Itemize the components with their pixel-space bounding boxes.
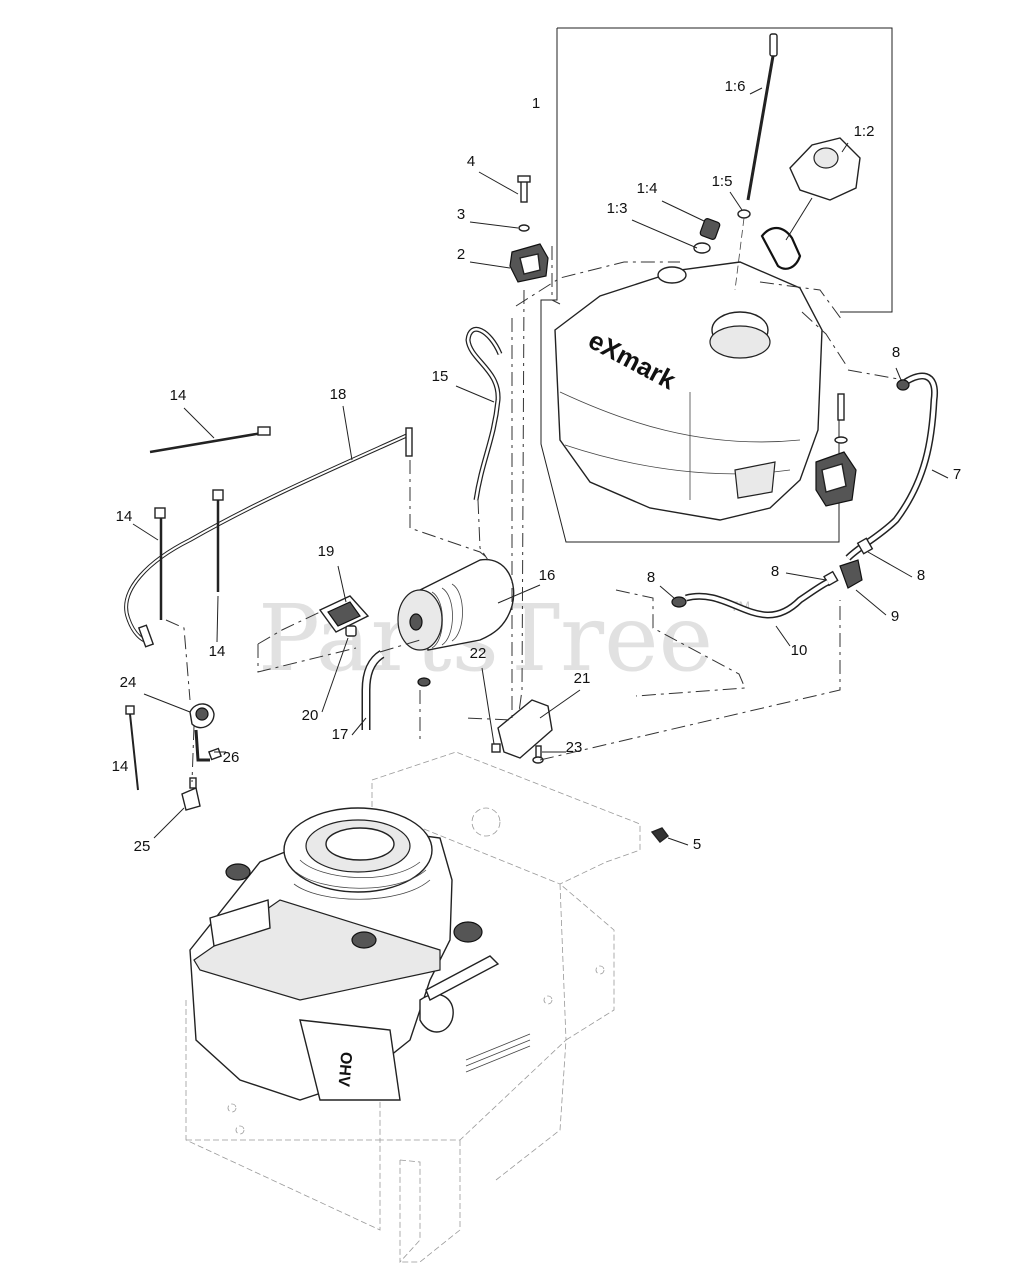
callout-c-14a: 14 (170, 387, 187, 404)
canister-bracket-19 (318, 565, 370, 713)
callout-c-1-6: 1:6 (725, 78, 746, 95)
callout-c-7: 7 (953, 466, 961, 483)
vent-valve-24 (143, 693, 226, 839)
cable-18 (124, 405, 413, 648)
callout-c-17: 17 (332, 726, 349, 743)
cable-ties-14 (125, 407, 271, 791)
callout-c-1: 1 (532, 95, 540, 112)
callout-labels: 1 1:6 1:2 4 1:5 1:4 1:3 3 2 8 15 14 18 7 14 19 16 8 8 8 9 10 1… (112, 78, 962, 855)
mower-chassis (185, 751, 689, 1264)
callout-c-1-2: 1:2 (854, 123, 875, 140)
callout-c-8a: 8 (892, 344, 900, 361)
callout-c-9: 9 (891, 608, 899, 625)
callout-c-10: 10 (791, 642, 808, 659)
fuel-hose-7 (845, 367, 949, 561)
callout-c-14c: 14 (209, 643, 226, 660)
callout-c-15: 15 (432, 368, 449, 385)
tank-bracket-right (815, 393, 857, 507)
callout-c-26: 26 (223, 749, 240, 766)
tank-fitting (631, 200, 721, 254)
callout-c-1-5: 1:5 (712, 173, 733, 190)
callout-c-24: 24 (120, 674, 137, 691)
fuel-tank-assembly-frame (540, 27, 893, 543)
assembly-dashed-lines (165, 246, 905, 783)
callout-c-22: 22 (470, 645, 487, 662)
vent-hose-15 (455, 326, 503, 501)
fuel-hose-10 (659, 578, 830, 647)
fuel-shutoff-valve-9 (785, 537, 913, 616)
hose-17 (351, 650, 385, 736)
callout-c-20: 20 (302, 707, 319, 724)
callout-c-8b: 8 (771, 563, 779, 580)
callout-c-3: 3 (457, 206, 465, 223)
callout-c-21: 21 (574, 670, 591, 687)
callout-c-4: 4 (467, 153, 475, 170)
callout-c-2: 2 (457, 246, 465, 263)
fuel-gauge-rod (729, 33, 778, 291)
callout-c-19: 19 (318, 543, 335, 560)
callout-c-16: 16 (539, 567, 556, 584)
charcoal-canister-16 (397, 559, 541, 651)
callout-c-8d: 8 (917, 567, 925, 584)
callout-c-23: 23 (566, 739, 583, 756)
tank-bracket-left (469, 171, 549, 283)
callout-c-25: 25 (134, 838, 151, 855)
callout-c-1-3: 1:3 (607, 200, 628, 217)
callout-c-5: 5 (693, 836, 701, 853)
callout-c-18: 18 (330, 386, 347, 403)
callout-c-8c: 8 (647, 569, 655, 586)
fuel-tank: eXmark (554, 261, 823, 521)
engine: OHV (189, 807, 531, 1101)
fuel-cap (760, 137, 861, 270)
callout-c-14b: 14 (116, 508, 133, 525)
canister-mount-21 (417, 667, 581, 764)
callout-c-14d: 14 (112, 758, 129, 775)
callout-c-1-4: 1:4 (637, 180, 658, 197)
engine-ohv-label: OHV (334, 1051, 354, 1087)
